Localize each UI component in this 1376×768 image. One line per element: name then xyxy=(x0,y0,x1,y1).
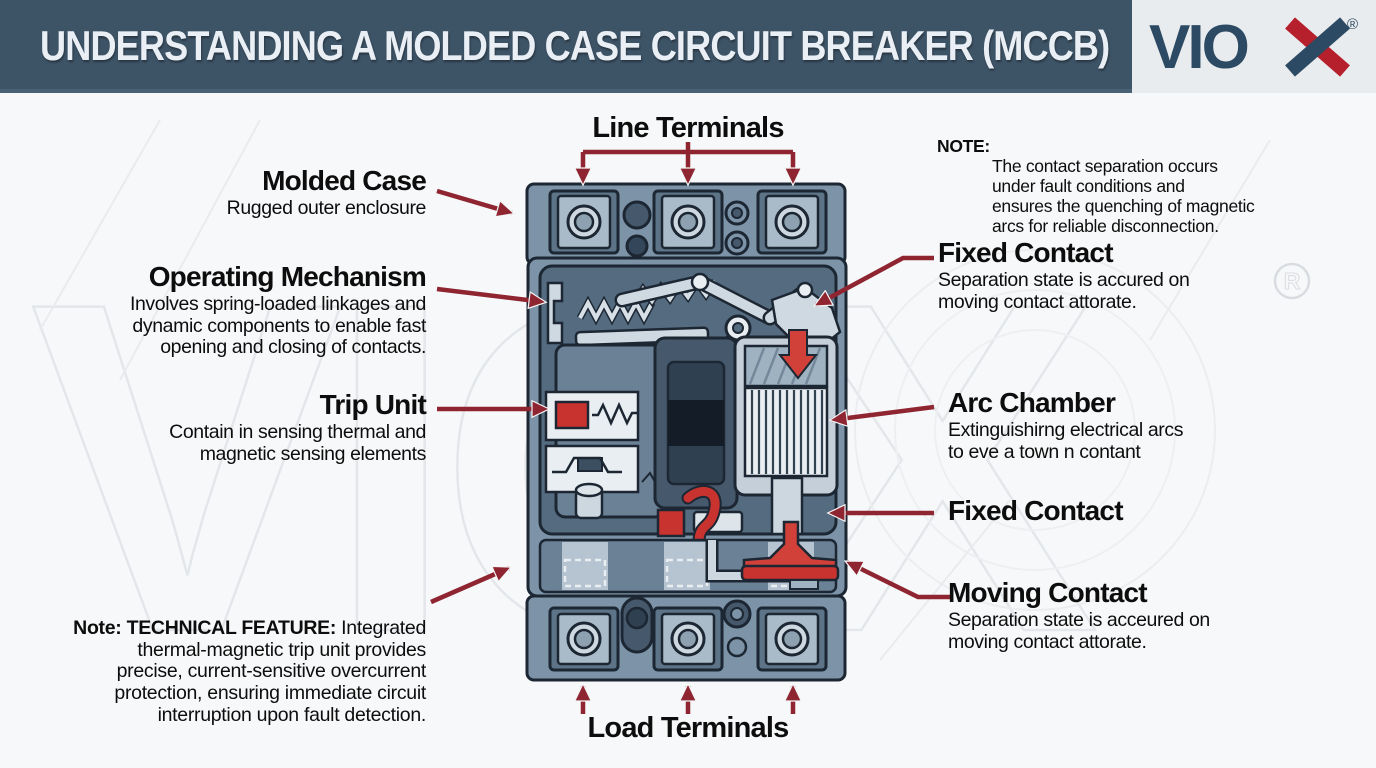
svg-text:VIO: VIO xyxy=(1149,13,1248,82)
header-bar: UNDERSTANDING A MOLDED CASE CIRCUIT BREA… xyxy=(0,0,1376,93)
label-load-terminals: Load Terminals xyxy=(587,712,790,744)
arc-chamber-parts xyxy=(733,329,839,497)
line-terminal-block xyxy=(525,182,847,266)
brand-logo: VIO ® xyxy=(1132,0,1376,93)
svg-text:®: ® xyxy=(1347,16,1358,33)
label-operating-mechanism: Operating Mechanism Involves spring-load… xyxy=(26,261,427,359)
watermark-registered-icon: R xyxy=(1273,262,1311,300)
label-fixed-contact-bottom: Fixed Contact xyxy=(948,495,1278,526)
moving-contact-title: Moving Contact xyxy=(948,577,1148,608)
label-molded-case: Molded Case Rugged outer enclosure xyxy=(66,165,427,220)
logo-x-icon xyxy=(1285,16,1350,77)
fixed-contact-top-title: Fixed Contact xyxy=(938,237,1114,268)
arc-flow-arrow xyxy=(777,329,819,380)
note-bottom-text: Integrated thermal-magnetic trip unit pr… xyxy=(114,616,426,727)
contact-assembly xyxy=(705,476,840,590)
note-bottom-left: Note: TECHNICAL FEATURE: Integrated ther… xyxy=(66,596,426,727)
trip-unit-parts xyxy=(544,343,666,520)
svg-text:R: R xyxy=(1284,268,1301,294)
note-bottom-prefix: Note: TECHNICAL FEATURE: xyxy=(73,616,337,639)
operating-mechanism-title: Operating Mechanism xyxy=(148,261,427,292)
label-line-terminals: Line Terminals xyxy=(592,112,784,144)
label-fixed-contact-top: Fixed Contact Separation state is accure… xyxy=(938,238,1268,313)
label-moving-contact: Moving Contact Separation state is acceu… xyxy=(948,578,1278,653)
molded-case-desc: Rugged outer enclosure xyxy=(226,197,427,220)
mccb-illustration xyxy=(525,182,848,682)
arc-chamber-title: Arc Chamber xyxy=(948,387,1116,418)
label-arc-chamber: Arc Chamber Extinguishirng electrical ar… xyxy=(948,388,1278,463)
operating-mechanism-desc: Involves spring-loaded linkages and dyna… xyxy=(129,293,426,359)
moving-contact-desc: Separation state is acceured on moving c… xyxy=(948,609,1210,653)
viox-logo-icon: VIO ® xyxy=(1149,13,1358,82)
fixed-contact-part xyxy=(740,564,840,582)
page-title: UNDERSTANDING A MOLDED CASE CIRCUIT BREA… xyxy=(40,22,1110,69)
note-top-text: The contact separation occurs under faul… xyxy=(992,155,1255,236)
trip-unit-title: Trip Unit xyxy=(319,389,427,420)
note-top-right: NOTE:The contact separation occurs under… xyxy=(937,136,1267,237)
fixed-contact-top-desc: Separation state is accured on moving co… xyxy=(938,269,1190,313)
arc-chamber-desc: Extinguishirng electrical arcs to eve a … xyxy=(948,419,1184,463)
molded-case-title: Molded Case xyxy=(262,165,427,196)
trip-unit-desc: Contain in sensing thermal and magnetic … xyxy=(169,421,426,465)
fixed-contact-bottom-title: Fixed Contact xyxy=(948,495,1124,526)
label-trip-unit: Trip Unit Contain in sensing thermal and… xyxy=(26,389,427,465)
load-terminal-block xyxy=(525,594,847,682)
toggle-handle xyxy=(653,336,744,538)
note-top-prefix: NOTE: xyxy=(937,136,990,156)
